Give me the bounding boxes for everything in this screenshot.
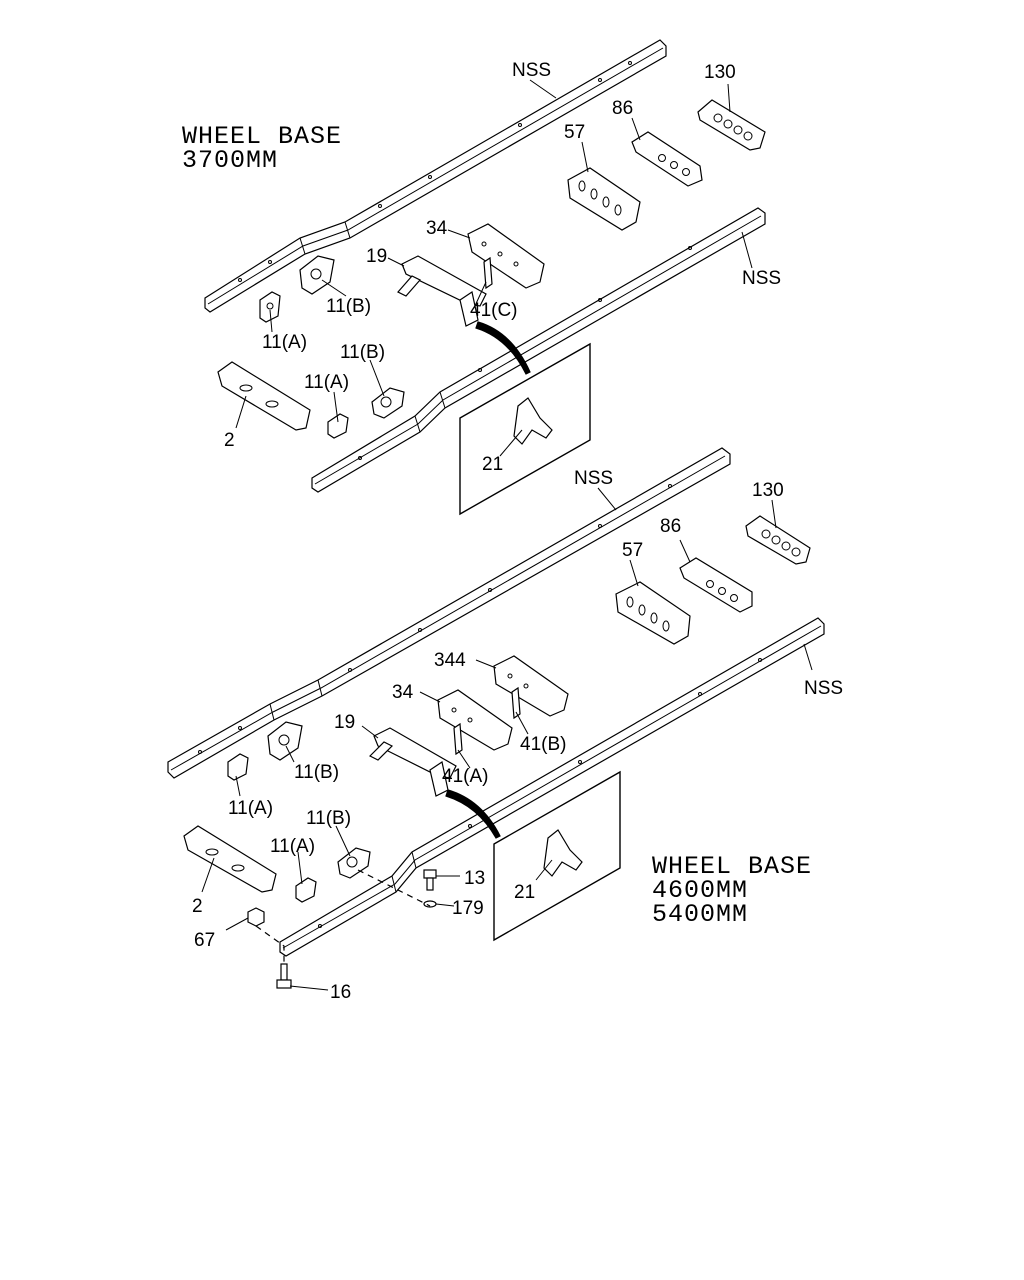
lower-label-130: 130: [752, 480, 784, 501]
lower-part-86-crossmember: [679, 557, 753, 613]
lower-assembly: WHEEL BASE 4600MM 5400MM: [167, 447, 843, 1003]
lower-label-2: 2: [192, 896, 203, 917]
upper-part-34-crossmember: [467, 223, 545, 289]
lower-label-11a-low: 11(A): [270, 836, 315, 857]
upper-right-side-rail: [311, 207, 766, 493]
upper-part-2-crossmember: [217, 361, 311, 431]
upper-label-11a-top: 11(A): [262, 332, 307, 353]
upper-label-21: 21: [482, 454, 503, 475]
upper-label-57: 57: [564, 122, 585, 143]
lower-label-11a-top: 11(A): [228, 798, 273, 819]
upper-part-57-crossmember: [567, 167, 641, 231]
upper-wheel-base-line2: 3700MM: [182, 146, 278, 175]
lower-part-130-crossmember: [745, 515, 811, 565]
upper-assembly: WHEEL BASE 3700MM: [182, 39, 781, 516]
lower-left-side-rail: [167, 447, 731, 779]
lower-wheel-base-line1: WHEEL BASE: [652, 852, 812, 881]
lower-leader-lines: [201, 487, 813, 991]
lower-part-2-crossmember: [183, 825, 277, 893]
lower-part-11a-low: [295, 877, 317, 903]
upper-labels: NSS 130 86 57 34 19 NSS 11(B) 41(C) 11(A…: [224, 60, 781, 475]
upper-wheel-base-line1: WHEEL BASE: [182, 122, 342, 151]
lower-label-21: 21: [514, 882, 535, 903]
lower-label-16: 16: [330, 982, 351, 1003]
lower-label-41b: 41(B): [520, 734, 566, 755]
lower-part-11a-top: [227, 753, 249, 781]
lower-bolt-alignment-line: [357, 869, 431, 907]
upper-label-nss-left: NSS: [512, 60, 551, 81]
lower-label-11b-top: 11(B): [294, 762, 339, 783]
upper-part-130-crossmember: [697, 99, 766, 151]
lower-labels: NSS 130 86 57 344 NSS 34 19 41(B) 11(B) …: [192, 468, 843, 1003]
lower-part-41b-bracket: [511, 686, 521, 720]
lower-label-57: 57: [622, 540, 643, 561]
upper-label-41c: 41(C): [470, 300, 518, 321]
lower-label-86: 86: [660, 516, 681, 537]
lower-nut-67: [247, 907, 265, 927]
lower-nut-alignment-line: [255, 925, 285, 964]
lower-label-67: 67: [194, 930, 215, 951]
lower-label-344: 344: [434, 650, 466, 671]
lower-label-11b-low: 11(B): [306, 808, 351, 829]
upper-part-11a-top: [259, 291, 281, 323]
lower-part-11b-low: [337, 847, 371, 879]
upper-label-11a-low: 11(A): [304, 372, 349, 393]
upper-part-19-crossmember: [397, 255, 487, 307]
lower-detail-box: [493, 770, 621, 942]
upper-detail-arrow: [475, 321, 531, 375]
upper-label-2: 2: [224, 430, 235, 451]
lower-label-34: 34: [392, 682, 414, 703]
lower-washer-179: [423, 900, 437, 908]
lower-label-nss-left: NSS: [574, 468, 613, 489]
lower-label-41a: 41(A): [442, 766, 488, 787]
upper-leader-lines: [235, 79, 753, 457]
upper-part-86-crossmember: [631, 131, 703, 187]
lower-part-34-crossmember: [437, 689, 513, 751]
lower-bolt-13: [423, 869, 437, 891]
upper-label-11b-low: 11(B): [340, 342, 385, 363]
lower-detail-arrow: [445, 789, 501, 839]
lower-label-19: 19: [334, 712, 355, 733]
lower-part-11b-top: [267, 721, 303, 761]
upper-part-41c-bracket: [459, 256, 493, 327]
lower-part-57-crossmember: [615, 581, 691, 645]
upper-label-86: 86: [612, 98, 633, 119]
lower-label-179: 179: [452, 898, 484, 919]
upper-label-11b-top: 11(B): [326, 296, 371, 317]
lower-bolt-16: [276, 963, 292, 989]
lower-wheel-base-line2: 4600MM: [652, 876, 748, 905]
lower-part-19-crossmember: [368, 727, 457, 779]
lower-label-nss-right: NSS: [804, 678, 843, 699]
upper-label-nss-right: NSS: [742, 268, 781, 289]
upper-label-34: 34: [426, 218, 448, 239]
lower-part-344-crossmember: [493, 655, 569, 717]
upper-label-19: 19: [366, 246, 387, 267]
lower-label-13: 13: [464, 868, 485, 889]
upper-left-side-rail: [204, 39, 667, 313]
lower-part-41a-bracket: [429, 722, 463, 797]
upper-part-11b-top: [299, 255, 335, 295]
upper-part-11a-low: [327, 413, 349, 439]
lower-wheel-base-line3: 5400MM: [652, 900, 748, 929]
upper-part-11b-low: [371, 387, 405, 419]
upper-detail-box: [459, 342, 591, 516]
upper-label-130: 130: [704, 62, 736, 83]
lower-right-side-rail: [279, 617, 825, 957]
